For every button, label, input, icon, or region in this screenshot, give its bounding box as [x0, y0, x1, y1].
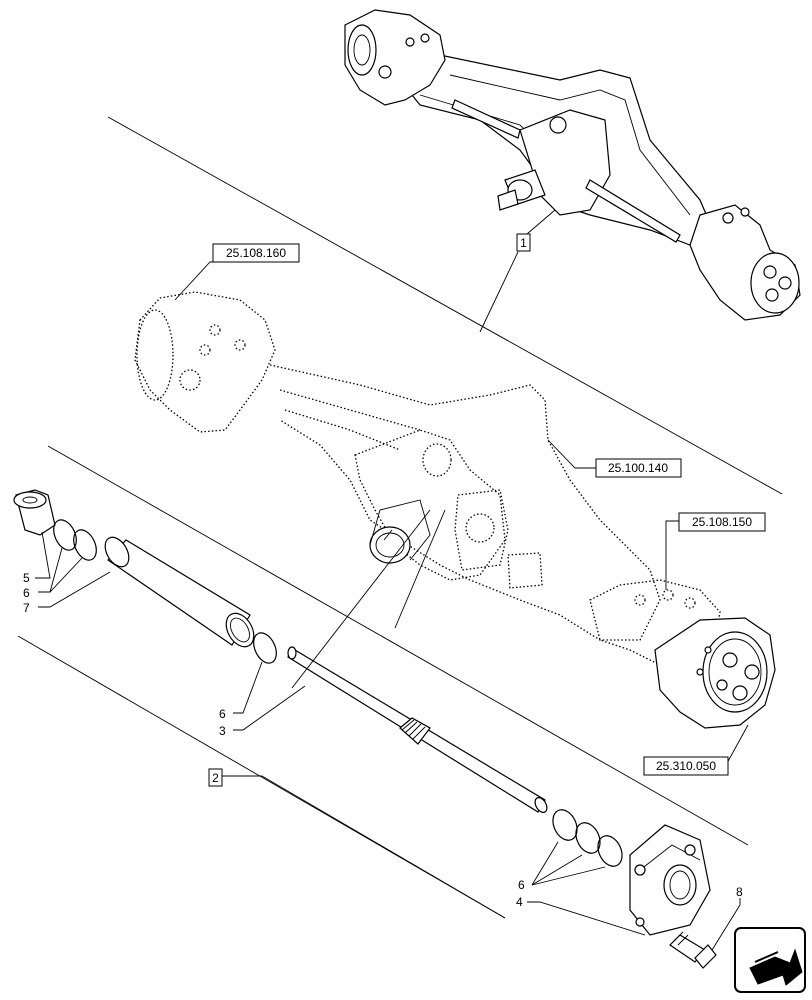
reference-label: 25.310.050 — [656, 759, 716, 773]
part-7-sleeve — [104, 536, 255, 648]
item-label-7: 7 — [23, 601, 30, 615]
leader-lines — [17, 209, 749, 951]
item-label-6-middle: 6 — [219, 707, 226, 721]
reference-label: 25.108.150 — [692, 515, 752, 529]
callout-box-1: 1 — [516, 233, 531, 252]
axle-assembly-overview — [344, 9, 801, 321]
part-4-flange-cover — [629, 824, 711, 936]
reference-box-25-100-140[interactable]: 25.100.140 — [595, 458, 682, 478]
part-6-oring-middle — [253, 632, 277, 664]
item-label-6-upper: 6 — [23, 586, 30, 600]
reference-label: 25.108.160 — [226, 246, 286, 260]
item-label-5: 5 — [23, 571, 30, 585]
axle-housing-phantom — [134, 291, 776, 729]
item-label-3: 3 — [219, 724, 226, 738]
part-8-bolt — [669, 931, 717, 969]
next-page-arrow-icon[interactable] — [734, 927, 806, 993]
reference-box-25-310-050[interactable]: 25.310.050 — [643, 756, 729, 776]
item-label-4: 4 — [516, 895, 523, 909]
callout-label: 1 — [520, 236, 527, 250]
part-6-orings-lower — [552, 809, 623, 867]
part-5-cap — [13, 489, 56, 536]
part-3-shaft — [287, 646, 548, 813]
item-label-6-lower: 6 — [518, 878, 525, 892]
item-label-8: 8 — [736, 885, 743, 899]
reference-box-25-108-150[interactable]: 25.108.150 — [678, 512, 766, 532]
callout-box-2: 2 — [208, 768, 223, 787]
part-6-orings-upper — [53, 519, 97, 561]
reference-box-25-108-160[interactable]: 25.108.160 — [212, 243, 300, 263]
callout-label: 2 — [212, 771, 219, 785]
reference-label: 25.100.140 — [608, 461, 668, 475]
